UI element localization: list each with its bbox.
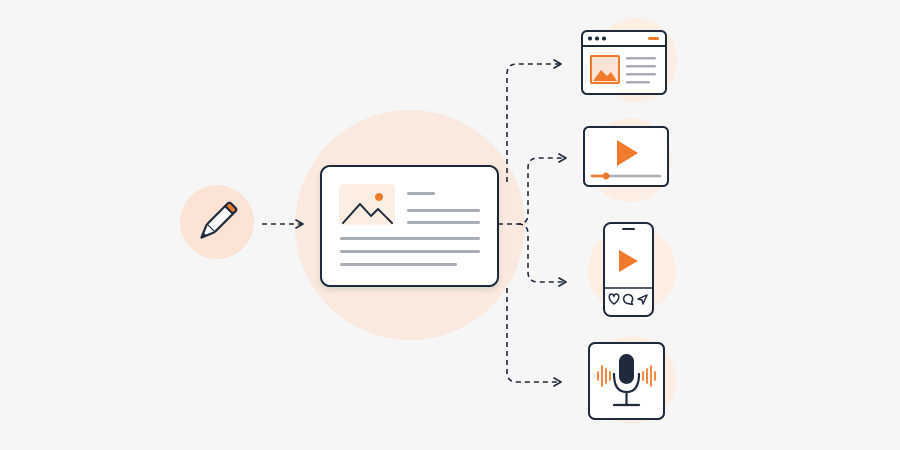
comment-icon <box>622 293 634 306</box>
play-icon <box>617 140 638 166</box>
pencil-icon <box>200 201 238 239</box>
hub-title-line <box>407 192 435 195</box>
sound-wave-left <box>597 365 611 387</box>
hub-text-line <box>340 250 480 253</box>
hub-text-line <box>407 221 480 224</box>
hub-to-outputs-connectors <box>498 59 567 387</box>
play-icon <box>619 250 638 272</box>
mobile-phone-icon <box>603 222 654 317</box>
send-icon <box>637 294 648 305</box>
connector-to-social <box>517 223 567 287</box>
connector-to-podcast <box>506 288 562 387</box>
hub-text-line <box>340 237 480 240</box>
microphone-icon <box>588 342 665 420</box>
heart-icon <box>608 293 620 305</box>
sound-wave-right <box>642 365 656 387</box>
hub-text-line <box>407 209 480 212</box>
video-player-icon <box>583 126 669 187</box>
connector-to-video <box>498 153 567 225</box>
mountain-image-icon <box>339 184 395 225</box>
connector-to-web <box>506 59 562 182</box>
hub-text-line <box>340 263 457 266</box>
browser-window-icon <box>581 30 667 95</box>
article-card-icon <box>320 165 499 287</box>
